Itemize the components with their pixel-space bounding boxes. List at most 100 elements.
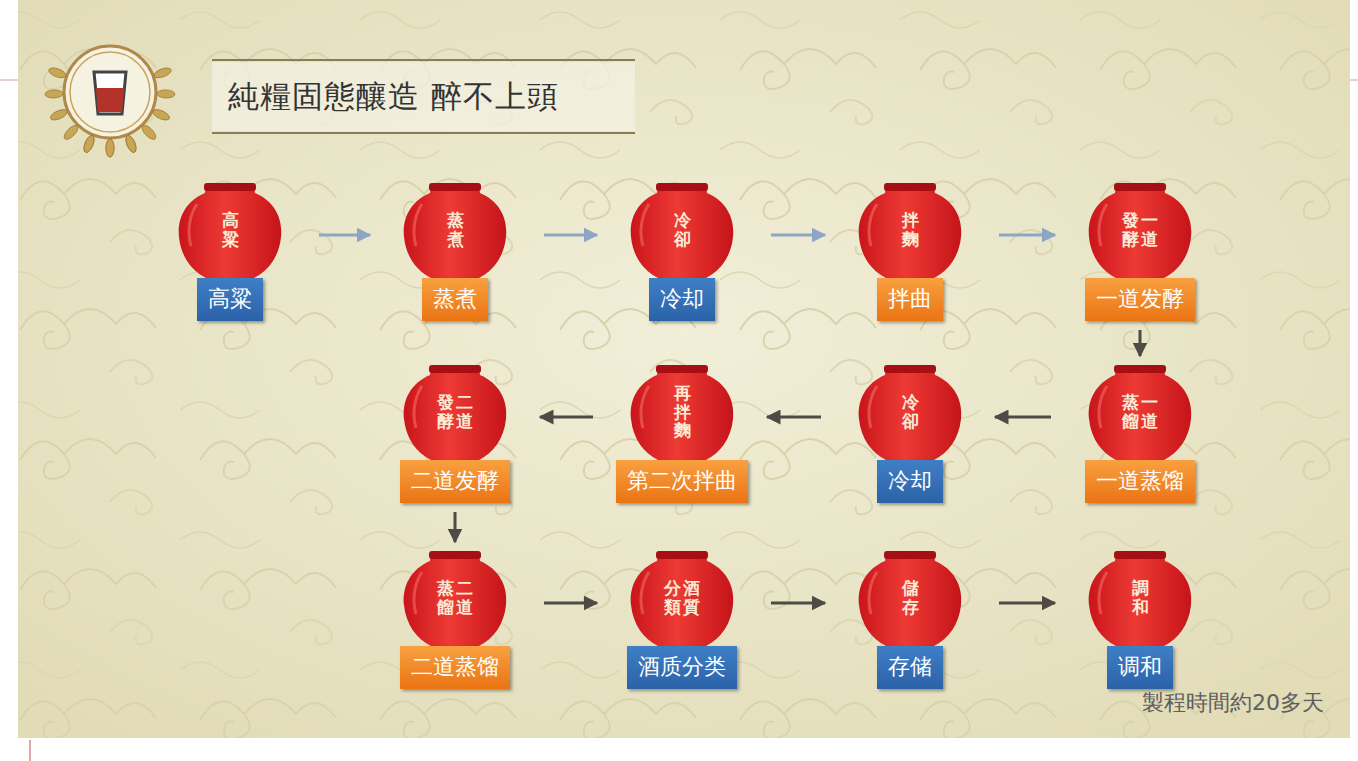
jar-shine bbox=[641, 386, 649, 428]
jar-body bbox=[1089, 186, 1192, 278]
laurel-leaf bbox=[140, 123, 158, 142]
jar-node: 蒸煮蒸煮 bbox=[400, 180, 510, 325]
jar-node: 二道發酵二道发酵 bbox=[400, 362, 510, 507]
slide-edge bbox=[1350, 80, 1358, 81]
jar-rim bbox=[1114, 183, 1166, 191]
flow-arrow bbox=[319, 234, 370, 237]
jar-text: 二道蒸餾 bbox=[437, 579, 474, 616]
title: 純糧固態釀造 醉不上頭 bbox=[228, 76, 559, 118]
step-label: 拌曲 bbox=[877, 278, 943, 321]
laurel-leaf bbox=[153, 66, 173, 80]
laurel-leaf bbox=[48, 66, 68, 80]
jar-rim bbox=[1114, 365, 1166, 373]
jar-text: 一道蒸餾 bbox=[1122, 393, 1159, 430]
jar-text: 一道發酵 bbox=[1122, 211, 1159, 248]
jar-shine bbox=[1099, 572, 1107, 614]
panel bbox=[18, 0, 1350, 738]
jar-shine bbox=[189, 204, 197, 246]
step-label: 冷却 bbox=[649, 278, 715, 321]
step-label: 一道发酵 bbox=[1085, 278, 1195, 321]
jar-rim bbox=[429, 551, 481, 559]
step-label-text: 二道发酵 bbox=[411, 468, 499, 493]
jar-body bbox=[404, 186, 507, 278]
jar-node: 冷卻冷却 bbox=[627, 180, 737, 325]
jar-rim bbox=[429, 183, 481, 191]
jar-shine bbox=[1099, 386, 1107, 428]
jar-body bbox=[631, 368, 734, 460]
step-label-text: 第二次拌曲 bbox=[627, 468, 737, 493]
jar-shine bbox=[641, 572, 649, 614]
jar-node: 冷卻冷却 bbox=[855, 362, 965, 507]
step-label: 冷却 bbox=[877, 460, 943, 503]
jar-shine bbox=[869, 386, 877, 428]
jar-node: 高粱高粱 bbox=[175, 180, 285, 325]
step-label-text: 二道蒸馏 bbox=[411, 654, 499, 679]
jar-shape bbox=[400, 362, 510, 462]
laurel-leaf bbox=[82, 134, 96, 154]
jar-body bbox=[859, 186, 962, 278]
jar-shine bbox=[869, 204, 877, 246]
slide-edge bbox=[30, 740, 31, 761]
jar-shine bbox=[414, 386, 422, 428]
step-label-text: 调和 bbox=[1118, 654, 1162, 679]
jar-shine bbox=[414, 204, 422, 246]
step-label-text: 存储 bbox=[888, 654, 932, 679]
flow-arrow bbox=[544, 602, 597, 605]
jar-node: 調和调和 bbox=[1085, 548, 1195, 693]
jar-text: 儲存 bbox=[902, 579, 919, 616]
step-label: 存储 bbox=[877, 646, 943, 689]
flow-arrow bbox=[1139, 330, 1142, 356]
flow-arrow bbox=[999, 234, 1055, 237]
step-label: 一道蒸馏 bbox=[1085, 460, 1195, 503]
jar-shape bbox=[400, 548, 510, 648]
jar-shine bbox=[641, 204, 649, 246]
jar-node: 儲存存储 bbox=[855, 548, 965, 693]
step-label: 调和 bbox=[1107, 646, 1173, 689]
jar-shape bbox=[1085, 180, 1195, 280]
jar-text: 酒質分類 bbox=[664, 579, 701, 616]
jar-body bbox=[1089, 368, 1192, 460]
step-label: 二道蒸馏 bbox=[400, 646, 510, 689]
flow-arrow bbox=[454, 512, 457, 542]
laurel-leaf bbox=[62, 123, 80, 142]
jar-node: 拌麴拌曲 bbox=[855, 180, 965, 325]
flow-arrow bbox=[540, 416, 593, 419]
laurel-leaf bbox=[106, 139, 114, 157]
title-rule bbox=[212, 59, 635, 61]
jar-body bbox=[859, 368, 962, 460]
jar-shape bbox=[1085, 362, 1195, 462]
flow-arrow bbox=[544, 234, 597, 237]
step-label-text: 高粱 bbox=[208, 286, 252, 311]
jar-body bbox=[404, 368, 507, 460]
jar-rim bbox=[656, 365, 708, 373]
jar-text: 高粱 bbox=[222, 211, 239, 248]
jar-text: 蒸煮 bbox=[447, 211, 464, 248]
jar-text: 再拌麴 bbox=[674, 384, 691, 440]
jar-shine bbox=[1099, 204, 1107, 246]
step-label-text: 冷却 bbox=[660, 286, 704, 311]
jar-node: 酒質分類酒质分类 bbox=[627, 548, 737, 693]
jar-rim bbox=[656, 183, 708, 191]
step-label: 酒质分类 bbox=[627, 646, 737, 689]
step-label-text: 酒质分类 bbox=[638, 654, 726, 679]
laurel-leaf bbox=[124, 134, 138, 154]
step-label: 第二次拌曲 bbox=[616, 460, 748, 503]
jar-text: 調和 bbox=[1132, 579, 1149, 616]
jar-body bbox=[1089, 554, 1192, 646]
flow-arrow bbox=[771, 602, 825, 605]
step-label-text: 一道蒸馏 bbox=[1096, 468, 1184, 493]
jar-body bbox=[404, 554, 507, 646]
step-label: 高粱 bbox=[197, 278, 263, 321]
jar-node: 再拌麴第二次拌曲 bbox=[627, 362, 737, 507]
jar-rim bbox=[884, 551, 936, 559]
step-label-text: 蒸煮 bbox=[433, 286, 477, 311]
cloud-texture bbox=[18, 0, 1350, 738]
laurel-leaf bbox=[124, 134, 138, 154]
jar-rim bbox=[884, 183, 936, 191]
jar-shine bbox=[869, 572, 877, 614]
jar-body bbox=[859, 554, 962, 646]
note: 製程時間約20多天 bbox=[1142, 688, 1324, 718]
jar-body bbox=[179, 186, 282, 278]
jar-text: 二道發酵 bbox=[437, 393, 474, 430]
laurel-leaf bbox=[82, 134, 96, 154]
